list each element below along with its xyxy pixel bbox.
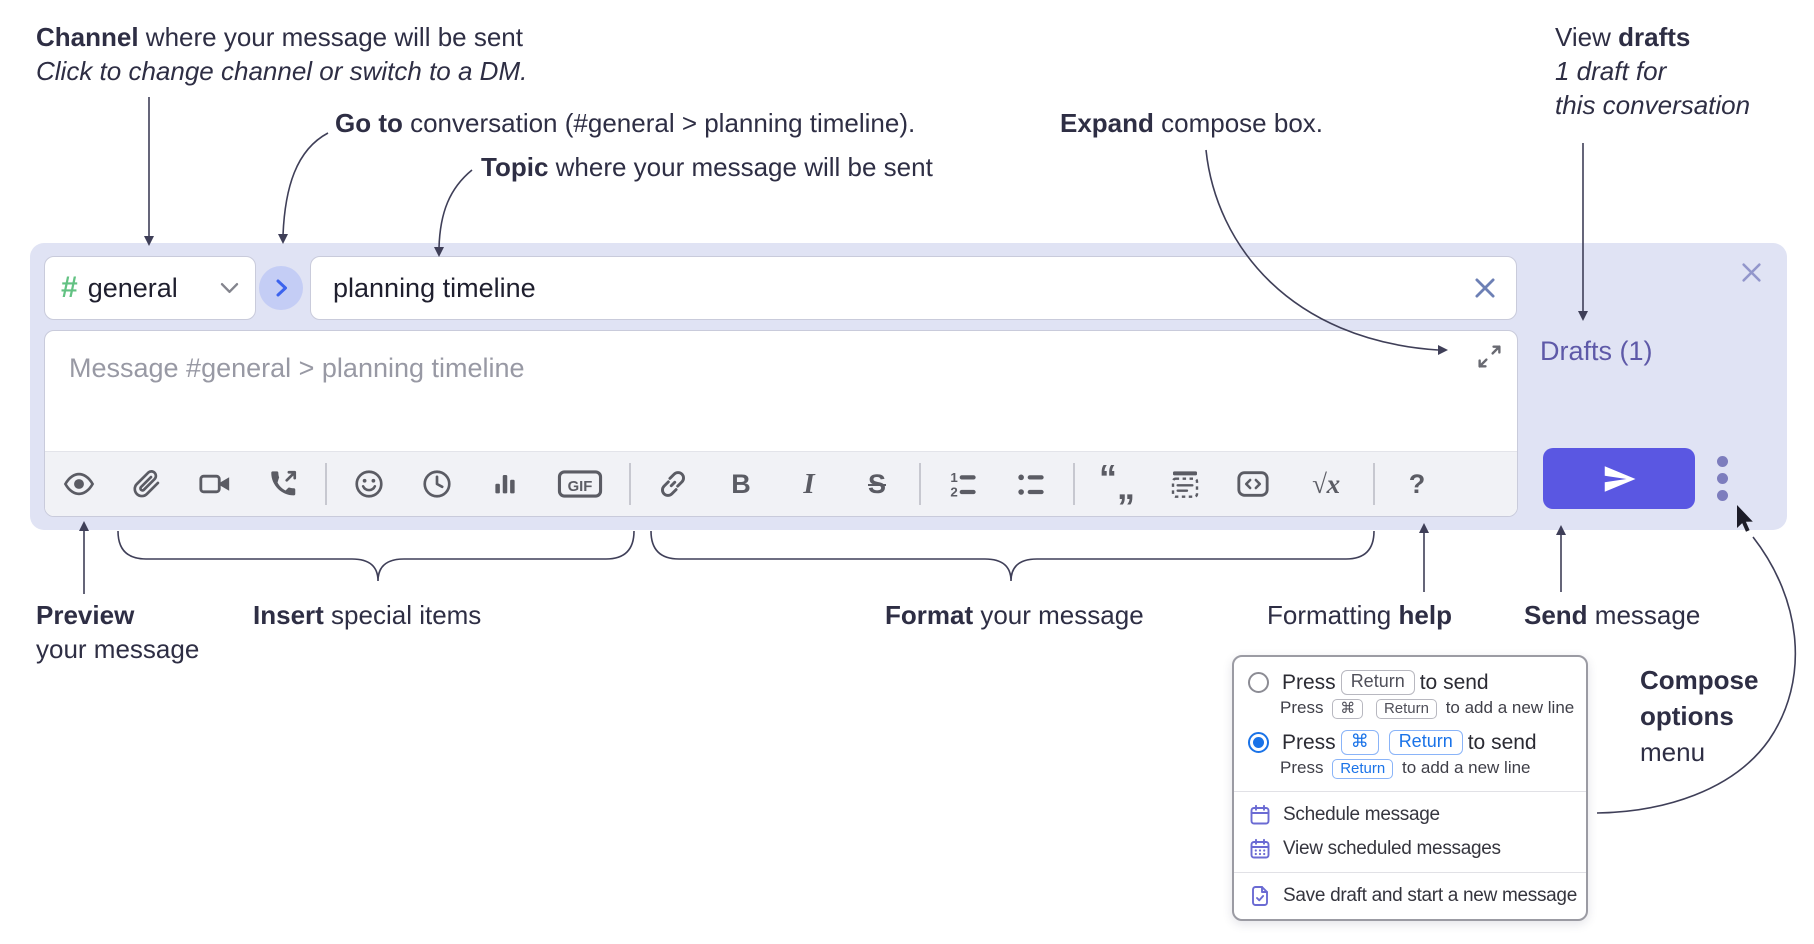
chevron-down-icon (220, 282, 239, 294)
formatting-help-annotation: Formatting help (1267, 600, 1452, 630)
radio-unselected[interactable] (1248, 672, 1269, 693)
send-shortcut-option-cmd-return[interactable]: Press ⌘ Return to send (1234, 725, 1586, 757)
format-annotation: Format your message (885, 600, 1144, 630)
return-key: Return (1332, 759, 1394, 779)
send-shortcut-option-cmd-return-sub: Press Return to add a new line (1280, 758, 1531, 779)
return-key: Return (1340, 670, 1415, 695)
menu-item-view-scheduled-messages[interactable]: View scheduled messages (1234, 832, 1586, 866)
link-icon[interactable] (656, 467, 690, 501)
chevron-right-icon (272, 277, 290, 299)
preview-annotation: Preview your message (36, 600, 200, 664)
clear-topic-icon[interactable] (1472, 275, 1498, 301)
message-input-area[interactable]: Message #general > planning timeline (44, 330, 1518, 517)
compose-options-menu: Press Return to send Press ⌘ Return to a… (1232, 655, 1588, 921)
channel-selector[interactable]: # general (44, 256, 256, 320)
code-icon[interactable] (1236, 467, 1270, 501)
topic-input-value: planning timeline (333, 272, 536, 303)
cmd-key: ⌘ (1332, 699, 1364, 719)
channel-annotation: Channel where your message will be sent … (36, 22, 528, 86)
video-call-icon[interactable] (198, 467, 232, 501)
bulleted-list-icon[interactable] (1014, 467, 1048, 501)
svg-text:1: 1 (950, 470, 958, 485)
bold-icon[interactable]: B (731, 468, 751, 499)
svg-text:GIF: GIF (568, 479, 593, 495)
send-button[interactable] (1543, 448, 1695, 509)
goto-annotation: Go to conversation (#general > planning … (335, 108, 916, 138)
menu-divider (1234, 872, 1586, 873)
toolbar-divider (1073, 463, 1075, 505)
channel-name: general (87, 272, 178, 303)
preview-eye-icon[interactable] (62, 467, 96, 501)
hash-icon: # (61, 271, 78, 304)
attach-file-icon[interactable] (130, 467, 164, 501)
compose-box-panel: # general planning timeline Message #gen… (30, 243, 1787, 530)
send-annotation: Send message (1524, 600, 1701, 630)
expand-annotation: Expand compose box. (1060, 108, 1324, 138)
return-key: Return (1388, 730, 1463, 755)
cmd-key: ⌘ (1340, 730, 1379, 755)
compose-options-button[interactable] (1717, 456, 1728, 501)
return-key: Return (1375, 699, 1437, 719)
emoji-icon[interactable] (352, 467, 386, 501)
gif-icon[interactable]: GIF (556, 467, 604, 501)
send-paper-plane-icon (1601, 461, 1637, 497)
help-icon[interactable]: ? (1408, 468, 1426, 499)
close-compose-icon[interactable] (1738, 259, 1765, 286)
strikethrough-icon[interactable]: S (867, 468, 886, 499)
view-drafts-annotation: View drafts 1 draft for this conversatio… (1555, 22, 1751, 120)
toolbar-divider (325, 463, 327, 505)
insert-brace (117, 530, 635, 582)
italic-icon[interactable]: I (803, 467, 815, 500)
compose-options-annotation: Compose options menu (1640, 665, 1759, 767)
save-draft-icon (1248, 884, 1272, 908)
poll-icon[interactable] (488, 467, 522, 501)
insert-annotation: Insert special items (253, 600, 482, 630)
view-scheduled-calendar-icon (1248, 837, 1272, 861)
goto-leader-line (282, 132, 329, 236)
topic-annotation: Topic where your message will be sent (481, 152, 933, 182)
drafts-link[interactable]: Drafts (1) (1540, 336, 1653, 366)
menu-divider (1234, 791, 1586, 792)
topic-leader-line (438, 169, 473, 249)
vertical-ellipsis-icon (1717, 456, 1728, 467)
voice-call-icon[interactable] (266, 467, 300, 501)
expand-compose-icon[interactable] (1476, 343, 1503, 370)
spoiler-icon[interactable] (1168, 467, 1202, 501)
math-icon[interactable]: √x (1311, 468, 1341, 499)
menu-item-schedule-message[interactable]: Schedule message (1234, 798, 1586, 832)
channel-annotation-lead: Channel (36, 22, 139, 52)
quote-icon[interactable]: “ „ (1099, 457, 1135, 507)
message-placeholder: Message #general > planning timeline (69, 353, 525, 383)
topic-input[interactable]: planning timeline (310, 256, 1517, 320)
toolbar-divider (629, 463, 631, 505)
format-brace (650, 530, 1375, 582)
schedule-calendar-icon (1248, 803, 1272, 827)
send-shortcut-option-return[interactable]: Press Return to send (1234, 665, 1586, 697)
toolbar-divider (919, 463, 921, 505)
send-shortcut-option-return-sub: Press ⌘ Return to add a new line (1280, 698, 1575, 719)
svg-text:2: 2 (950, 485, 957, 500)
radio-selected[interactable] (1248, 732, 1269, 753)
menu-item-save-draft[interactable]: Save draft and start a new message (1234, 879, 1586, 913)
toolbar-divider (1373, 463, 1375, 505)
global-time-icon[interactable] (420, 467, 454, 501)
go-to-conversation-button[interactable] (259, 266, 303, 310)
